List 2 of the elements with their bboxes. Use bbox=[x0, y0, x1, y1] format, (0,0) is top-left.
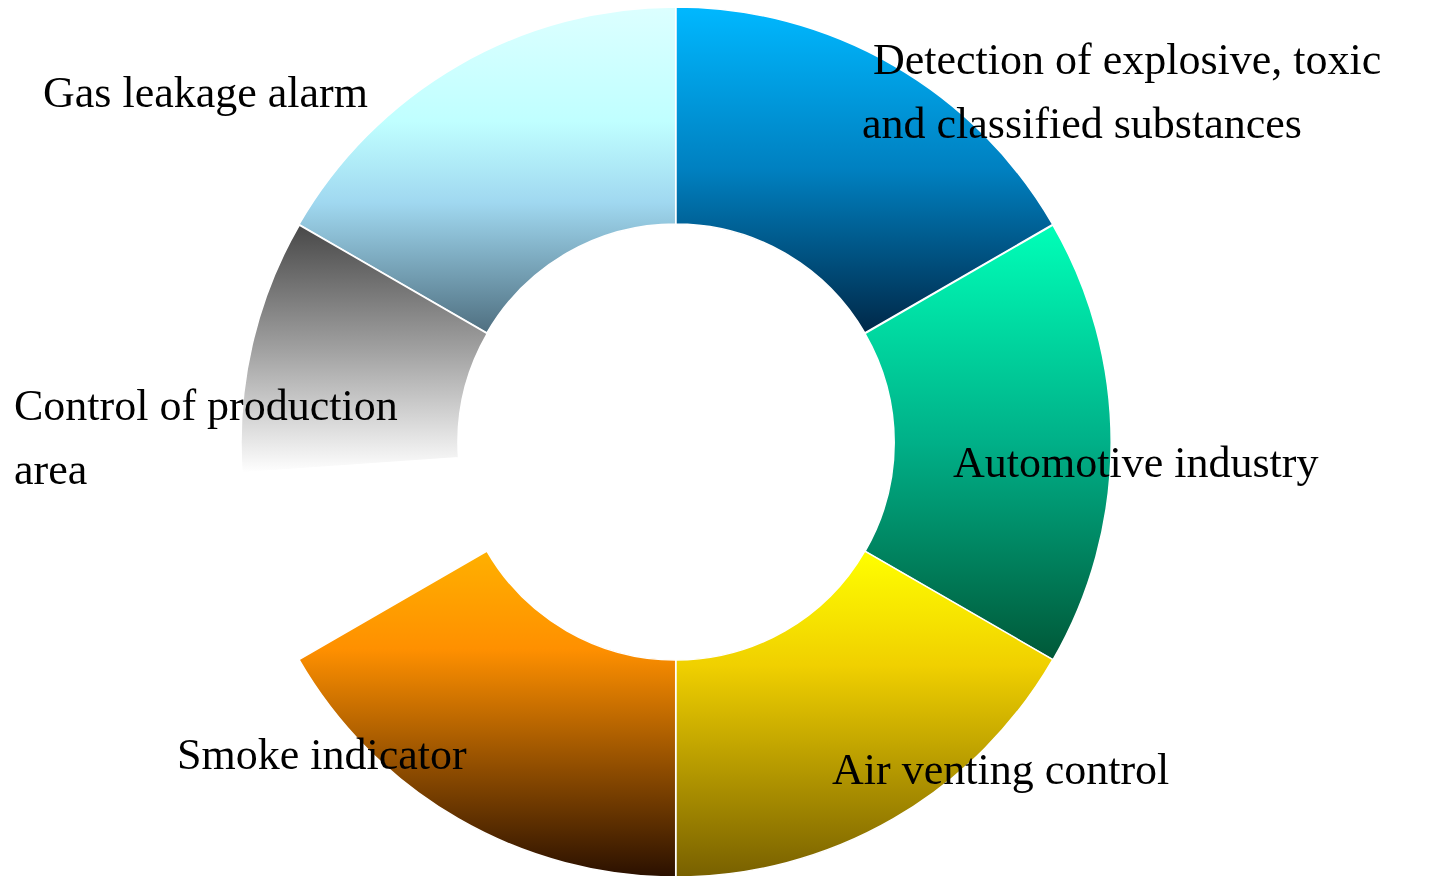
segment-label: Control of production area bbox=[14, 380, 399, 496]
segment-label: Gas leakage alarm bbox=[43, 67, 369, 119]
